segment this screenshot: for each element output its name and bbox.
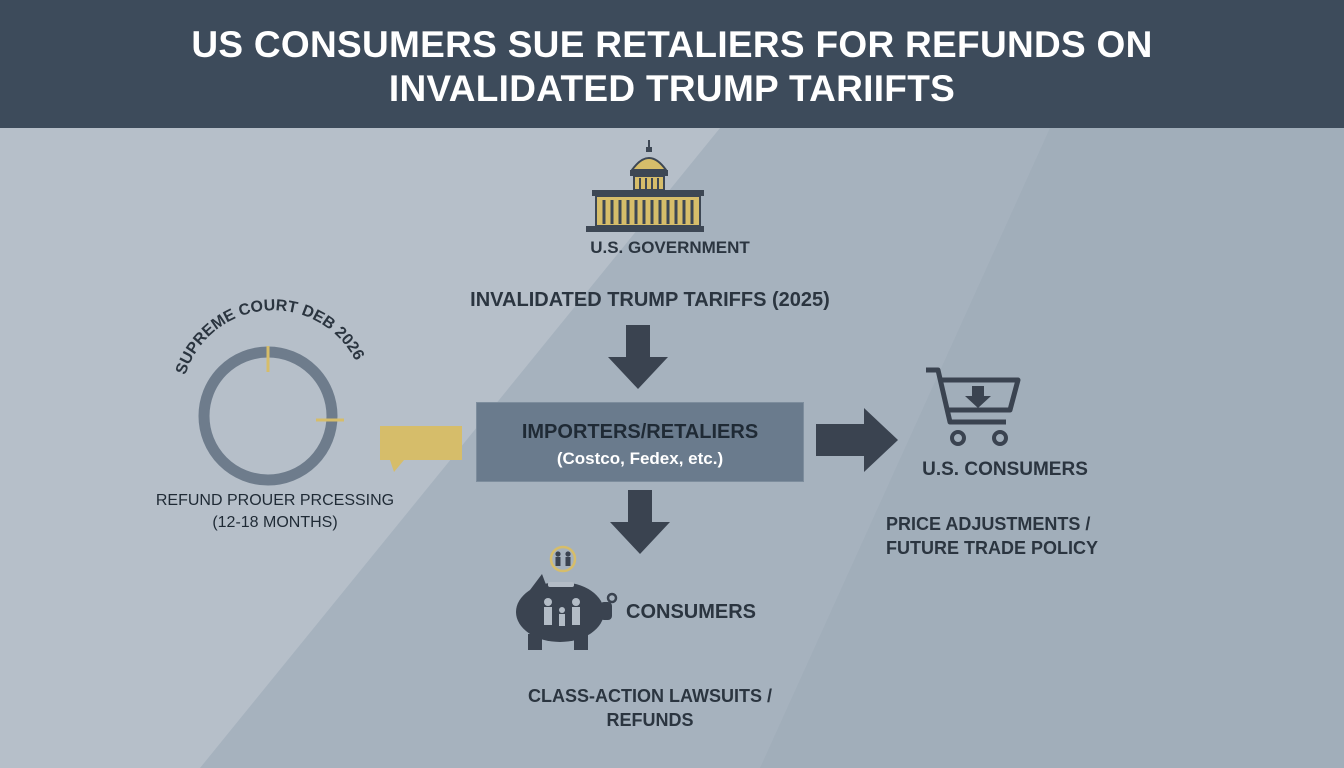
arrow-right-icon (816, 408, 898, 472)
importers-title: IMPORTERS/RETALIERS (521, 421, 759, 443)
consumers-caption-line-1: CLASS-ACTION LAWSUITS / (528, 686, 772, 706)
header-banner: US CONSUMERS SUE RETALIERS FOR REFUNDS O… (0, 0, 1344, 128)
speech-bubble-icon (380, 426, 462, 472)
court-caption-line-1: REFUND PROUER PRCESSING (155, 492, 395, 509)
us-consumers-caption-line-1: PRICE ADJUSTMENTS / (886, 514, 1091, 534)
consumers-label: CONSUMERS (626, 601, 757, 623)
court-arc-label: SUPREME COURT DEB 2026 (173, 297, 367, 377)
consumers-caption-line-2: REFUNDS (606, 710, 694, 730)
importers-box: IMPORTERS/RETALIERS (Costco, Fedex, etc.… (476, 402, 804, 482)
importers-subtitle: (Costco, Fedex, etc.) (556, 449, 724, 468)
us-consumers-caption-line-2: FUTURE TRADE POLICY (886, 538, 1099, 558)
title-line-1: US CONSUMERS SUE RETALIERS FOR REFUNDS O… (191, 24, 1153, 65)
tariffs-label: INVALIDATED TRUMP TARIFFS (2025) (470, 289, 830, 311)
arrow-down-icon (608, 325, 668, 389)
arrow-down-icon (610, 490, 670, 554)
court-caption-line-2: (12-18 MONTHS) (212, 514, 338, 531)
court-timer-icon: SUPREME COURT DEB 2026 (173, 297, 367, 486)
government-label: U.S. GOVERNMENT (590, 238, 750, 257)
family-badge-icon (549, 545, 577, 573)
piggy-bank-icon (516, 574, 618, 650)
capitol-icon (586, 140, 704, 232)
us-consumers-label: U.S. CONSUMERS (922, 459, 1088, 480)
title-line-2: INVALIDATED TRUMP TARIIFTS (388, 68, 956, 109)
shopping-cart-icon (926, 367, 1021, 446)
